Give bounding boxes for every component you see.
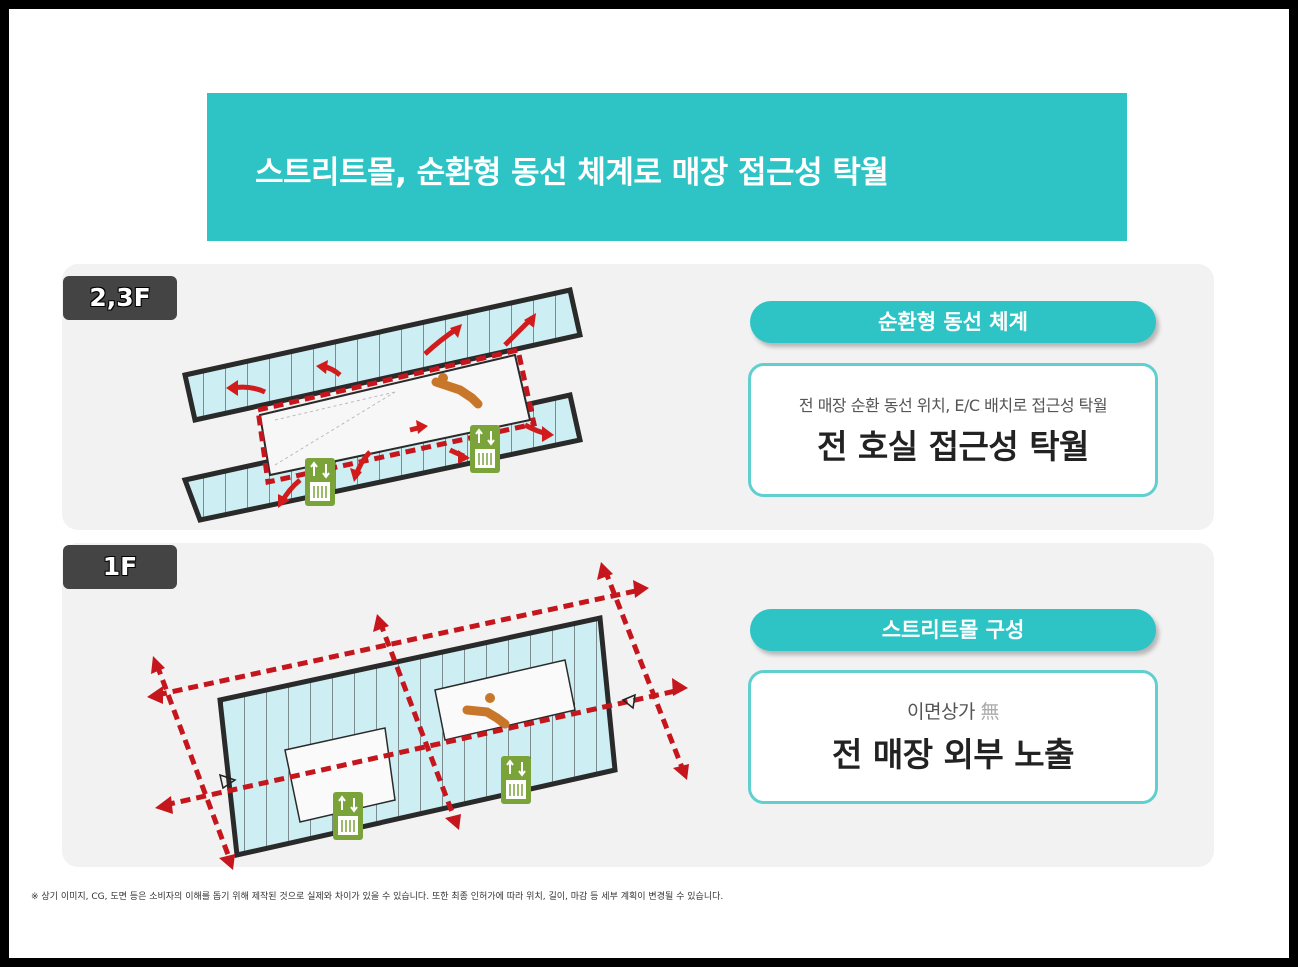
street-routes xyxy=(154,569,686,861)
back-shop-label: 이면상가 xyxy=(907,701,975,723)
elevator-icon xyxy=(501,756,531,804)
escalator-icon xyxy=(431,373,483,409)
circulation-box: 전 매장 순환 동선 위치, E/C 배치로 접근성 탁월 전 호실 접근성 탁… xyxy=(748,363,1158,497)
street-mall-headline: 전 매장 외부 노출 xyxy=(832,735,1075,774)
title-banner: 스트리트몰, 순환형 동선 체계로 매장 접근성 탁월 xyxy=(207,93,1127,241)
circulation-route xyxy=(255,346,537,486)
escalator-icon xyxy=(462,693,510,729)
disclaimer-footnote: ※ 상기 이미지, CG, 도면 등은 소비자의 이해를 돕기 위해 제작된 것… xyxy=(31,892,724,902)
entrance-arrow-icon xyxy=(218,693,636,790)
banner-title: 스트리트몰, 순환형 동선 체계로 매장 접근성 탁월 xyxy=(255,155,889,191)
street-mall-pill: 스트리트몰 구성 xyxy=(750,609,1156,651)
floor-tag-upper: 2,3F xyxy=(63,276,177,320)
circulation-pill: 순환형 동선 체계 xyxy=(750,301,1156,343)
circulation-subtext: 전 매장 순환 동선 위치, E/C 배치로 접근성 탁월 xyxy=(798,396,1108,415)
upper-floor-plan xyxy=(181,287,583,523)
floor-tag-ground: 1F xyxy=(63,545,177,589)
elevator-icon xyxy=(305,458,335,506)
route-arrows xyxy=(226,313,554,508)
street-mall-subtext: 이면상가 無 xyxy=(751,697,1155,724)
elevator-icon xyxy=(333,792,363,840)
elevator-icon xyxy=(470,425,500,473)
circulation-headline: 전 호실 접근성 탁월 xyxy=(817,427,1089,466)
route-arrow-heads xyxy=(147,562,689,870)
none-mark: 無 xyxy=(980,701,999,723)
street-mall-box: 이면상가 無 전 매장 외부 노출 xyxy=(748,670,1158,804)
ground-floor-plan xyxy=(147,562,689,870)
